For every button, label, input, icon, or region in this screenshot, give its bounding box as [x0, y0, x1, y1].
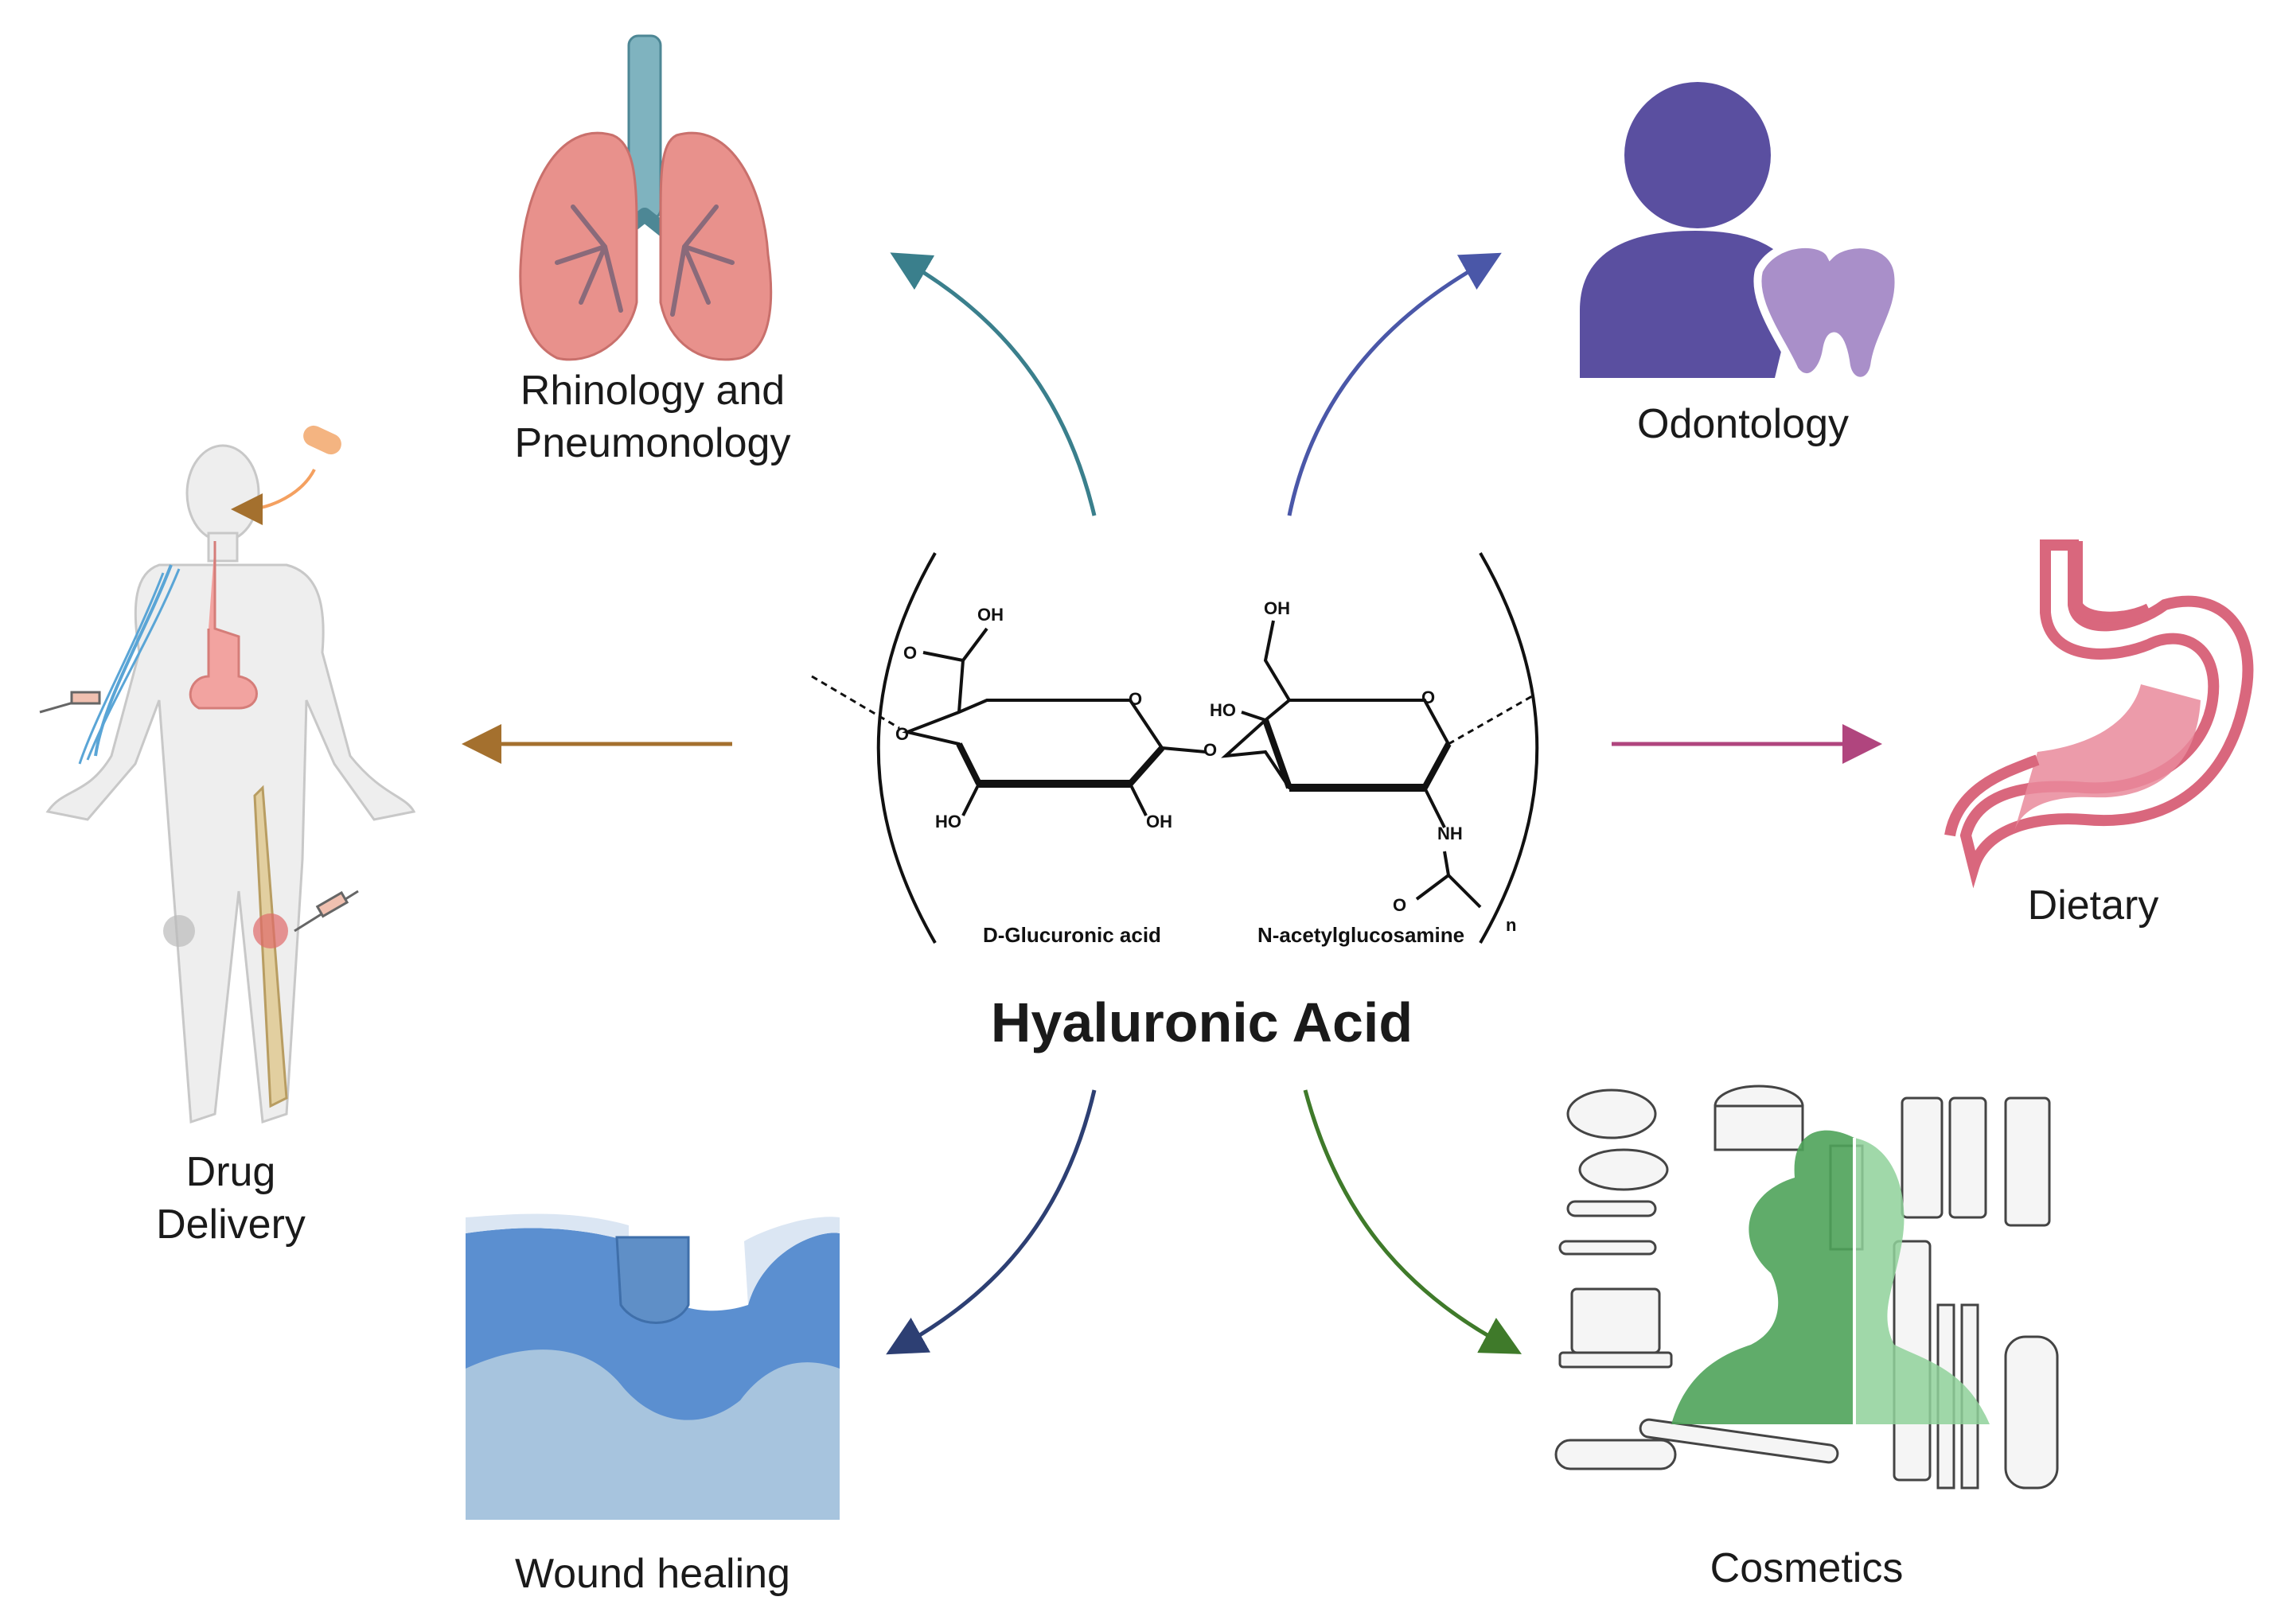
left-bracket: [876, 552, 937, 944]
human-body-illustration: [39, 425, 416, 1124]
lungs-illustration: [519, 34, 773, 361]
label-wound-healing: Wound healing: [515, 1551, 790, 1597]
label-n-acetylglucosamine: N-acetylglucosamine: [1257, 923, 1465, 947]
odontology-illustration: [1580, 82, 1903, 385]
group-nh: NH: [1437, 824, 1463, 843]
group-o-ring-right: O: [1421, 687, 1436, 707]
tooth-icon: [1753, 240, 1903, 385]
label-glucuronic-acid: D-Glucuronic acid: [983, 923, 1161, 947]
label-drug-delivery: Drug Delivery: [156, 1149, 306, 1248]
hyaluronic-acid-structure: [811, 552, 1539, 944]
group-ho-bottom-left: HO: [935, 812, 961, 831]
repeat-subscript: n: [1506, 915, 1517, 935]
group-oh-top-left: OH: [977, 605, 1004, 625]
label-odontology: Odontology: [1637, 401, 1849, 447]
group-ho-right: HO: [1210, 700, 1236, 720]
page-title: Hyaluronic Acid: [990, 991, 1413, 1053]
label-rhinology-pneumonology: Rhinology and Pneumonology: [514, 368, 791, 466]
label-dietary: Dietary: [2027, 882, 2159, 929]
skin-wound-illustration: [466, 1213, 840, 1520]
label-cosmetics: Cosmetics: [1710, 1545, 1904, 1591]
arrow-to-odontology: [1287, 252, 1502, 516]
group-oh-top-right: OH: [1264, 598, 1290, 618]
stomach-illustration: [1944, 539, 2254, 889]
person-head-icon: [1624, 82, 1771, 228]
arrow-to-cosmetics: [1303, 1089, 1522, 1354]
group-oh-bottom-left: OH: [1146, 812, 1172, 831]
group-o-acetyl: O: [1393, 895, 1407, 915]
person-body-icon: [1580, 231, 1799, 378]
arrow-to-wound-healing: [886, 1089, 1097, 1355]
cosmetics-illustration: [1554, 1085, 2059, 1490]
group-o-carbonyl: O: [903, 643, 918, 663]
group-o-glycosidic: O: [1203, 740, 1218, 760]
right-bracket: [1479, 552, 1539, 944]
arrow-to-rhinology: [890, 252, 1097, 516]
group-o-ring-left: O: [1129, 689, 1143, 709]
group-o-linker-left: O: [895, 724, 910, 744]
